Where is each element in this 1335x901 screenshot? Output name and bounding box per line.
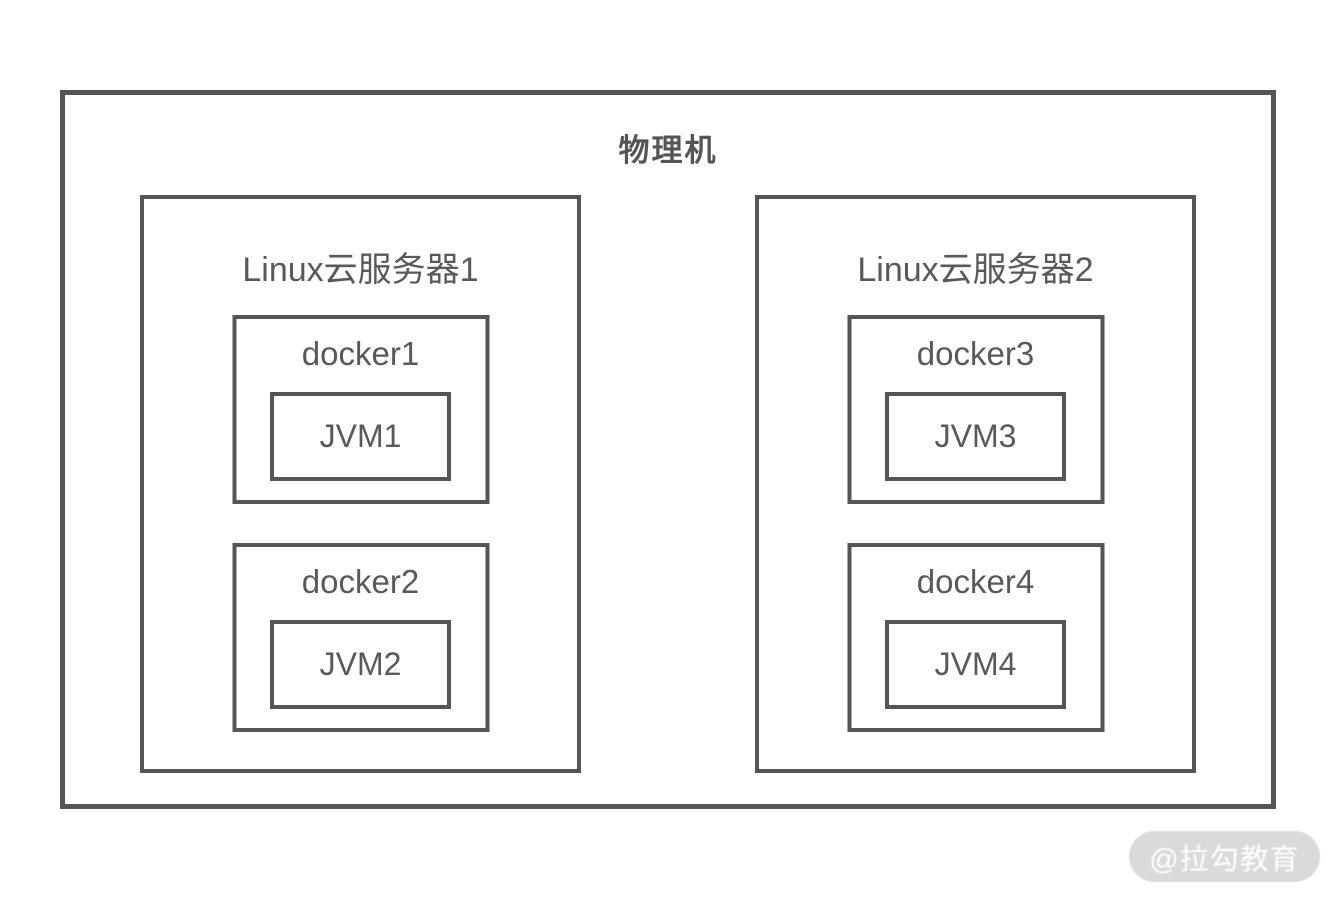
- docker1-box: docker1 JVM1: [232, 315, 489, 504]
- physical-machine-box: 物理机 Linux云服务器1 docker1 JVM1 docker2 JVM2…: [60, 90, 1276, 809]
- physical-machine-title: 物理机: [618, 133, 718, 168]
- linux-server-2-title: Linux云服务器2: [857, 251, 1094, 289]
- linux-server-1-title: Linux云服务器1: [242, 251, 479, 289]
- jvm4-box: JVM4: [885, 620, 1066, 709]
- docker1-title: docker1: [301, 335, 420, 372]
- jvm2-box: JVM2: [270, 620, 451, 709]
- watermark-badge: @拉勾教育: [1129, 831, 1320, 882]
- docker3-box: docker3 JVM3: [847, 315, 1104, 504]
- jvm1-label: JVM1: [319, 418, 402, 454]
- jvm1-box: JVM1: [270, 392, 451, 481]
- docker2-title: docker2: [301, 563, 420, 600]
- linux-server-1-box: Linux云服务器1 docker1 JVM1 docker2 JVM2: [140, 195, 581, 773]
- watermark-label: @拉勾教育: [1149, 843, 1300, 876]
- docker2-box: docker2 JVM2: [232, 543, 489, 732]
- jvm2-label: JVM2: [319, 646, 402, 682]
- docker4-title: docker4: [916, 563, 1035, 600]
- docker3-title: docker3: [916, 335, 1035, 372]
- jvm3-box: JVM3: [885, 392, 1066, 481]
- jvm4-label: JVM4: [934, 646, 1017, 682]
- linux-server-2-box: Linux云服务器2 docker3 JVM3 docker4 JVM4: [755, 195, 1196, 773]
- jvm3-label: JVM3: [934, 418, 1017, 454]
- docker4-box: docker4 JVM4: [847, 543, 1104, 732]
